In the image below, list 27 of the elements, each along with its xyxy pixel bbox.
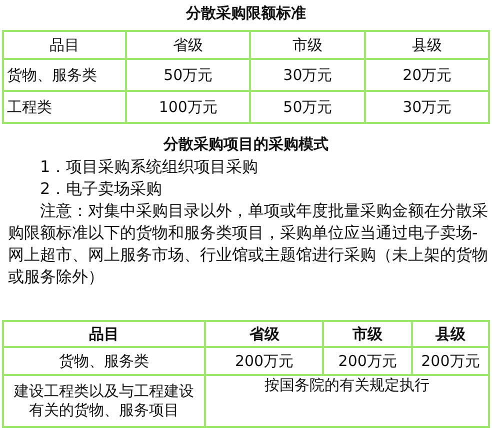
header-cell: 县级 [365,31,489,59]
header-cell: 品目 [3,31,126,59]
header-cell: 省级 [205,321,324,347]
list-item: 2．电子卖场采购 [40,178,162,200]
header-cell: 县级 [412,321,489,347]
table-title: 分散采购限额标准 [184,4,307,23]
table-cell: 20万元 [365,59,489,91]
table-cell: 货物、服务类 [3,347,206,375]
table-cell: 工程类 [3,91,126,123]
table-cell: 200万元 [205,347,324,375]
table-cell: 30万元 [365,91,489,123]
header-cell: 品目 [3,321,206,347]
table-cell: 200万元 [323,347,412,375]
table-cell: 50万元 [126,59,250,91]
table-cell: 200万元 [412,347,489,375]
header-cell: 省级 [126,31,250,59]
header-cell: 市级 [250,31,366,59]
table-cell: 50万元 [250,91,366,123]
table-cell: 按国务院的有关规定执行 [205,375,489,427]
table-cell: 30万元 [250,59,366,91]
table-cell: 货物、服务类 [3,59,126,91]
note-paragraph: 注意：对集中采购目录以外，单项或年度批量采购金额在分散采购限额标准以下的货物和服务类项目，采购单位应当通过电子卖场-网上超市、网上服务市场、行业馆或主题馆进行采购（未上架的货物或服务除外） [8,200,488,288]
list-item: 1．项目采购系统组织项目采购 [40,156,258,178]
header-cell: 市级 [323,321,412,347]
table-cell: 100万元 [126,91,250,123]
section-heading: 分散采购项目的采购模式 [162,135,330,154]
table-cell: 建设工程类以及与工程建设有关的货物、服务项目 [3,375,206,427]
